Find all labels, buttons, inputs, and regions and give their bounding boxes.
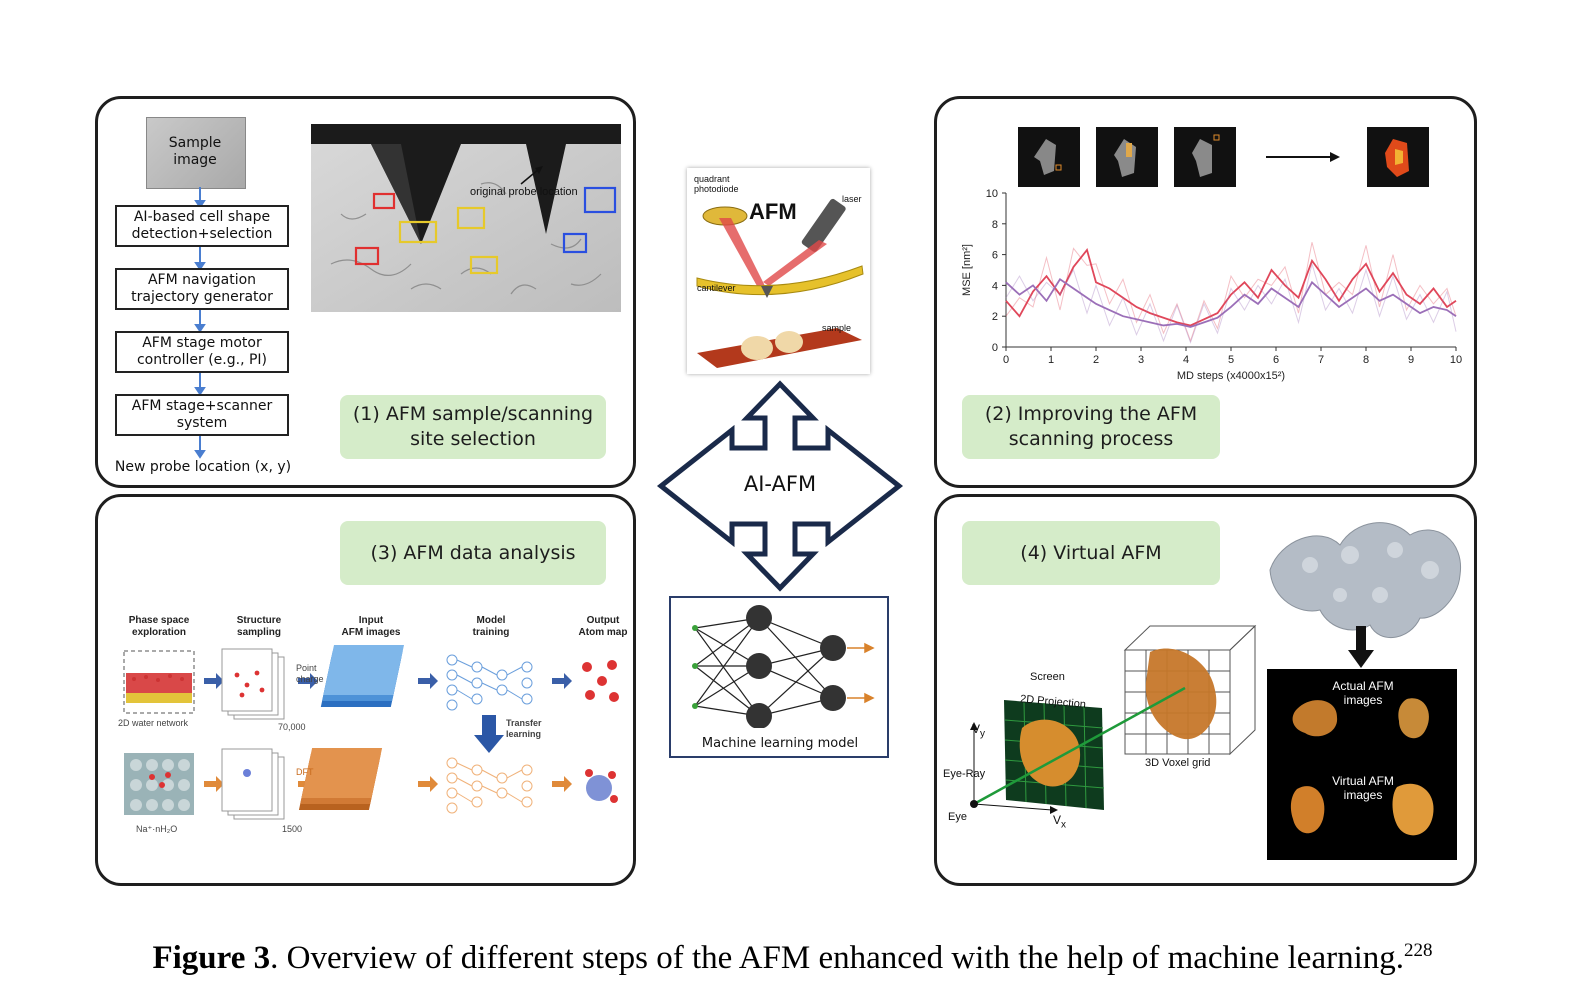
x-tick-label: 9 xyxy=(1408,354,1414,366)
original-probe-label: original probe location xyxy=(470,186,578,198)
label-laser: laser xyxy=(842,194,862,204)
scan-thumbnail-3 xyxy=(1174,127,1236,187)
scan-thumbnail-final xyxy=(1367,127,1429,187)
label-cantilever: cantilever xyxy=(697,283,736,293)
flow-arrows xyxy=(194,187,206,459)
flow-stage-scanner: AFM stage+scanner system xyxy=(115,394,289,436)
label-vy: Vy xyxy=(972,722,985,739)
label-screen: Screen xyxy=(1030,671,1065,683)
flow-stage-motor: AFM stage motor controller (e.g., PI) xyxy=(115,331,289,373)
scan-progress-arrow xyxy=(1266,152,1340,162)
sample-image-thumbnail xyxy=(146,117,246,189)
panel2-title: (2) Improving the AFM scanning process xyxy=(962,395,1220,459)
label-virtual-afm: Virtual AFM images xyxy=(1332,774,1394,802)
label-na-water: Na⁺·nH₂O xyxy=(136,824,178,834)
label-eye-ray: Eye-Ray xyxy=(943,768,986,780)
label-dft: DFT xyxy=(296,767,314,777)
header-phase-space: Phase space exploration xyxy=(128,615,190,638)
series-line-red xyxy=(1005,248,1457,327)
vx-subscript: x xyxy=(1061,819,1067,831)
afm-title: AFM xyxy=(749,199,797,224)
header-model-training: Model training xyxy=(472,615,510,638)
label-quadrant: quadrant photodiode xyxy=(694,174,739,194)
scan-thumbnail-2 xyxy=(1096,127,1158,187)
x-tick-label: 2 xyxy=(1093,354,1099,366)
label-actual-afm: Actual AFM images xyxy=(1332,679,1394,707)
caption-label: Figure 3 xyxy=(152,940,271,976)
protein-3d-render xyxy=(1269,522,1462,639)
x-tick-label: 0 xyxy=(1003,354,1009,366)
label-sample: sample xyxy=(822,323,852,333)
label-1500: 1500 xyxy=(282,824,303,834)
y-tick-label: 8 xyxy=(992,219,998,231)
panel3-title: (3) AFM data analysis xyxy=(340,521,606,585)
vy-subscript: y xyxy=(980,728,986,740)
neural-network-diagram xyxy=(692,605,875,729)
label-transfer-learning: Transfer learning xyxy=(506,718,542,739)
mse-line-chart: 0 1 2 3 4 5 6 7 8 9 10 0 2 4 6 8 10 MD steps (x4000x15²) M… xyxy=(961,188,1462,382)
afm-images-panel xyxy=(1267,669,1457,860)
panel4-title: (4) Virtual AFM xyxy=(962,521,1220,585)
x-tick-label: 7 xyxy=(1318,354,1324,366)
voxel-projection-diagram xyxy=(970,624,1257,814)
vx-text: V xyxy=(1053,813,1062,827)
caption-text: . Overview of different steps of the AFM… xyxy=(270,940,1405,976)
flow-sample-image: Sample image xyxy=(168,135,222,168)
x-tick-label: 6 xyxy=(1273,354,1279,366)
y-tick-label: 4 xyxy=(992,280,998,292)
y-tick-label: 10 xyxy=(986,188,998,200)
y-tick-label: 0 xyxy=(992,342,998,354)
x-tick-label: 5 xyxy=(1228,354,1234,366)
series-line-purple xyxy=(1005,277,1457,328)
header-structure-sampling: Structure sampling xyxy=(236,615,282,638)
y-axis-title: MSE [nm²] xyxy=(961,244,973,296)
x-tick-label: 1 xyxy=(1048,354,1054,366)
figure-caption: Figure 3. Overview of different steps of… xyxy=(0,940,1585,977)
ai-afm-label: AI-AFM xyxy=(743,472,817,496)
header-input-afm: Input AFM images xyxy=(341,615,401,638)
flow-new-location: New probe location (x, y) xyxy=(114,459,292,475)
x-tick-label: 3 xyxy=(1138,354,1144,366)
header-output-atom: Output Atom map xyxy=(578,615,628,638)
ai-afm-hub-arrows xyxy=(656,380,904,592)
label-eye: Eye xyxy=(948,811,967,823)
y-tick-label: 2 xyxy=(992,311,998,323)
y-tick-label: 6 xyxy=(992,250,998,262)
flow-ai-detection: AI-based cell shape detection+selection xyxy=(115,205,289,247)
label-vx: Vx xyxy=(1053,813,1066,830)
label-voxel-grid: 3D Voxel grid xyxy=(1145,757,1211,769)
nn-label: Machine learning model xyxy=(701,736,859,751)
x-tick-label: 4 xyxy=(1183,354,1189,366)
nn-box xyxy=(669,596,889,758)
vy-text: V xyxy=(972,722,981,736)
x-tick-label: 8 xyxy=(1363,354,1369,366)
x-tick-label: 10 xyxy=(1450,354,1462,366)
x-axis-title: MD steps (x4000x15²) xyxy=(1177,370,1285,382)
scan-thumbnail-1 xyxy=(1018,127,1080,187)
label-70000: 70,000 xyxy=(278,722,306,732)
flow-navigation: AFM navigation trajectory generator xyxy=(115,268,289,310)
afm-schematic xyxy=(687,168,870,374)
data-analysis-pipeline xyxy=(123,645,619,820)
label-point-charge: Point charge xyxy=(296,663,324,684)
cell-microscopy-photo xyxy=(311,124,621,312)
series-noise-line-purple xyxy=(1005,261,1457,344)
label-water-network: 2D water network xyxy=(118,718,189,728)
series-noise-line-red xyxy=(1005,242,1457,343)
panel1-title: (1) AFM sample/scanning site selection xyxy=(340,395,606,459)
caption-reference: 228 xyxy=(1404,940,1433,961)
afm-schematic-drawing xyxy=(696,198,864,368)
down-arrow-icon xyxy=(1348,626,1374,668)
